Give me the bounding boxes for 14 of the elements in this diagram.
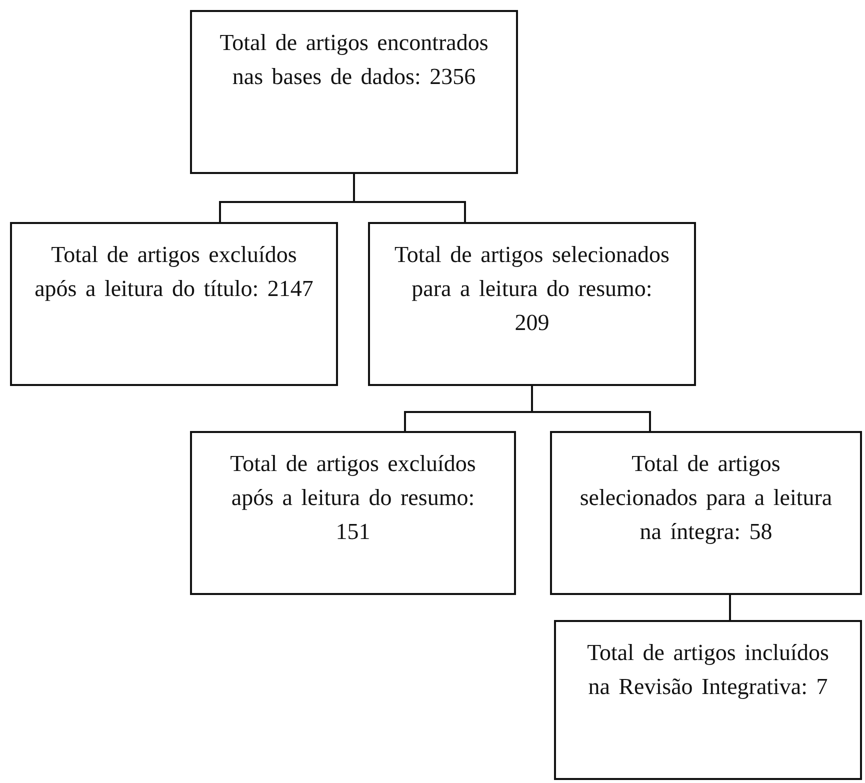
connector-line (531, 386, 651, 431)
process-box (550, 431, 862, 595)
box-text: Total de artigos excluídos após a leitura do resumo: 151 (229, 450, 477, 546)
process-box (190, 431, 516, 595)
box-text: Total de artigos excluídos após a leitura do título: 2147 (34, 241, 314, 303)
box-text: Total de artigos incluídos na Revisão Integrativa: 7 (586, 639, 830, 701)
process-box (10, 222, 338, 386)
process-box (554, 620, 862, 780)
box-text: Total de artigos encontrados nas bases de dados: 2356 (218, 29, 490, 91)
connector-line (729, 595, 731, 620)
process-box (190, 10, 518, 174)
box-text: Total de artigos selecionados para a leitura do resumo: 209 (393, 241, 670, 337)
process-box (368, 222, 696, 386)
box-text: Total de artigos selecionados para a leitura na íntegra: 58 (578, 450, 834, 546)
